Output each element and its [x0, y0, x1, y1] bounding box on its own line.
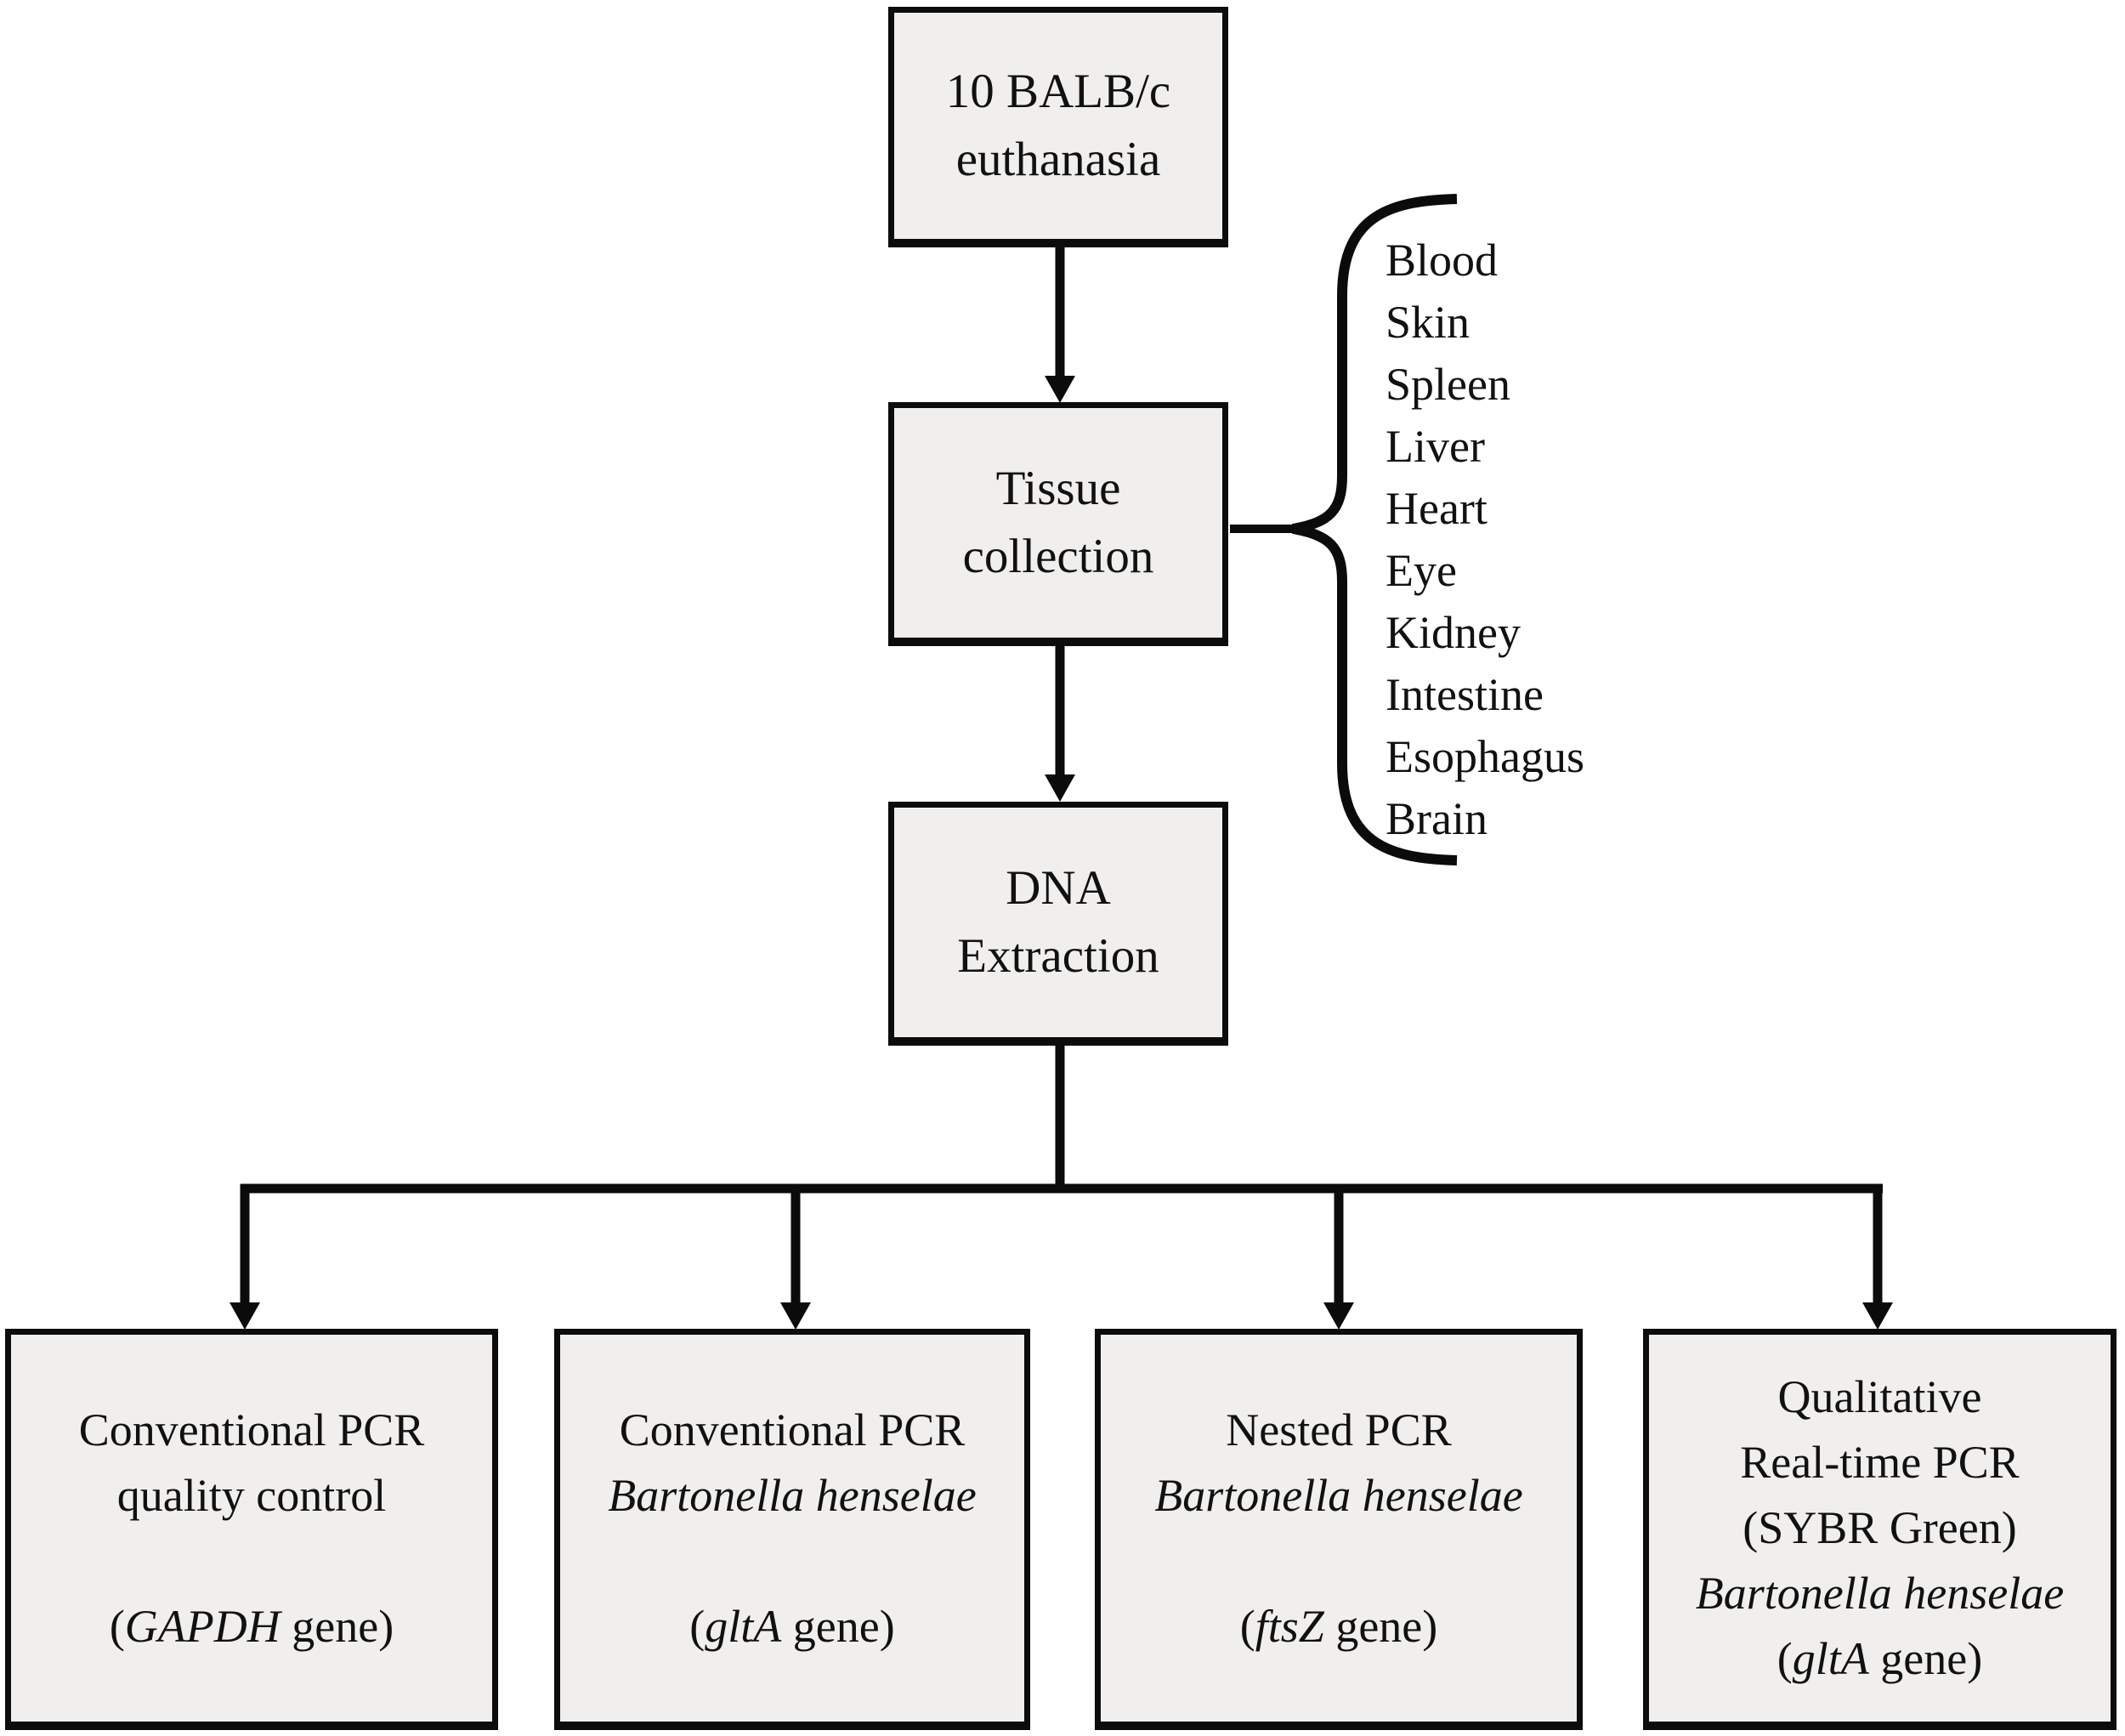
tissue-collection-box: Tissue collection [888, 402, 1228, 646]
tissue-item-liver: Liver [1386, 421, 1485, 472]
assay3-title: Nested PCR [1226, 1404, 1452, 1455]
assay2-species: Bartonella henselae [608, 1469, 977, 1521]
tissue-item-esophagus: Esophagus [1386, 731, 1584, 782]
euthanasia-box-line1: 10 BALB/c [945, 65, 1171, 118]
tissue-collection-line1: Tissue [995, 462, 1121, 515]
tissue-item-brain: Brain [1386, 793, 1488, 844]
assay4-gene-suffix: gene) [1868, 1633, 1983, 1684]
assay4-species: Bartonella henselae [1695, 1568, 2065, 1619]
tissue-item-blood: Blood [1386, 235, 1499, 286]
assay4-gene-prefix: ( [1776, 1633, 1793, 1684]
arrowhead-top-to-tissue [1045, 376, 1075, 403]
assay3-species: Bartonella henselae [1154, 1469, 1523, 1521]
assay-box-conventional-pcr-quality-control: Conventional PCR quality control (GAPDH … [5, 1329, 498, 1730]
assay2-gene-line: (gltA gene) [560, 1594, 1024, 1659]
assay-box-realtime-pcr: Qualitative Real-time PCR (SYBR Green) B… [1643, 1329, 2116, 1730]
dna-extraction-line1: DNA [1006, 861, 1111, 915]
assay3-gene-name: ftsZ [1255, 1600, 1324, 1652]
assay3-gene-suffix: gene) [1323, 1600, 1438, 1652]
tissue-item-skin: Skin [1386, 297, 1470, 348]
tissue-item-intestine: Intestine [1386, 669, 1544, 720]
tissue-list: Blood Skin Spleen Liver Heart Eye Kidney… [1386, 230, 1584, 850]
assay4-title2: Real-time PCR [1740, 1437, 2020, 1488]
assay1-title: Conventional PCR [78, 1404, 425, 1455]
euthanasia-box: 10 BALB/c euthanasia [888, 7, 1228, 247]
assay1-gene-name: GAPDH [124, 1600, 280, 1652]
arrowhead-branch-4 [1862, 1302, 1893, 1330]
flow-lines [240, 194, 1883, 1305]
assay3-gene-prefix: ( [1239, 1600, 1255, 1652]
arrow-heads [230, 376, 1893, 1330]
assay4-title3: (SYBR Green) [1742, 1502, 2017, 1553]
arrowhead-tissue-to-dna [1045, 774, 1075, 802]
assay1-gene-prefix: ( [109, 1600, 125, 1652]
assay4-gene-name: gltA [1792, 1633, 1869, 1684]
assay2-gene-name: gltA [705, 1600, 782, 1652]
assay-box-nested-pcr: Nested PCR Bartonella henselae (ftsZ gen… [1095, 1329, 1583, 1730]
dna-extraction-line2: Extraction [957, 929, 1159, 983]
assay4-gene-line: (gltA gene) [1649, 1626, 2111, 1692]
assay-box-conventional-pcr-bartonella: Conventional PCR Bartonella henselae (gl… [554, 1329, 1030, 1730]
arrowhead-branch-3 [1323, 1302, 1354, 1330]
tissue-collection-line2: collection [962, 530, 1154, 583]
euthanasia-box-line2: euthanasia [955, 133, 1161, 186]
assay1-gene-suffix: gene) [280, 1600, 394, 1652]
assay1-subtitle: quality control [116, 1469, 387, 1521]
assay4-title: Qualitative [1777, 1371, 1982, 1422]
assay3-gene-line: (ftsZ gene) [1101, 1594, 1577, 1659]
assay2-gene-prefix: ( [689, 1600, 706, 1652]
arrowhead-branch-2 [780, 1302, 811, 1330]
dna-extraction-box: DNA Extraction [888, 802, 1228, 1046]
assay2-gene-suffix: gene) [781, 1600, 895, 1652]
tissue-item-heart: Heart [1386, 483, 1488, 534]
tissue-brace [1291, 194, 1458, 865]
tissue-item-spleen: Spleen [1386, 359, 1510, 410]
assay1-gene-line: (GAPDH gene) [11, 1594, 492, 1659]
tissue-item-kidney: Kidney [1386, 607, 1521, 658]
arrowhead-branch-1 [230, 1302, 260, 1330]
tissue-item-eye: Eye [1386, 545, 1457, 596]
assay2-title: Conventional PCR [619, 1404, 966, 1455]
